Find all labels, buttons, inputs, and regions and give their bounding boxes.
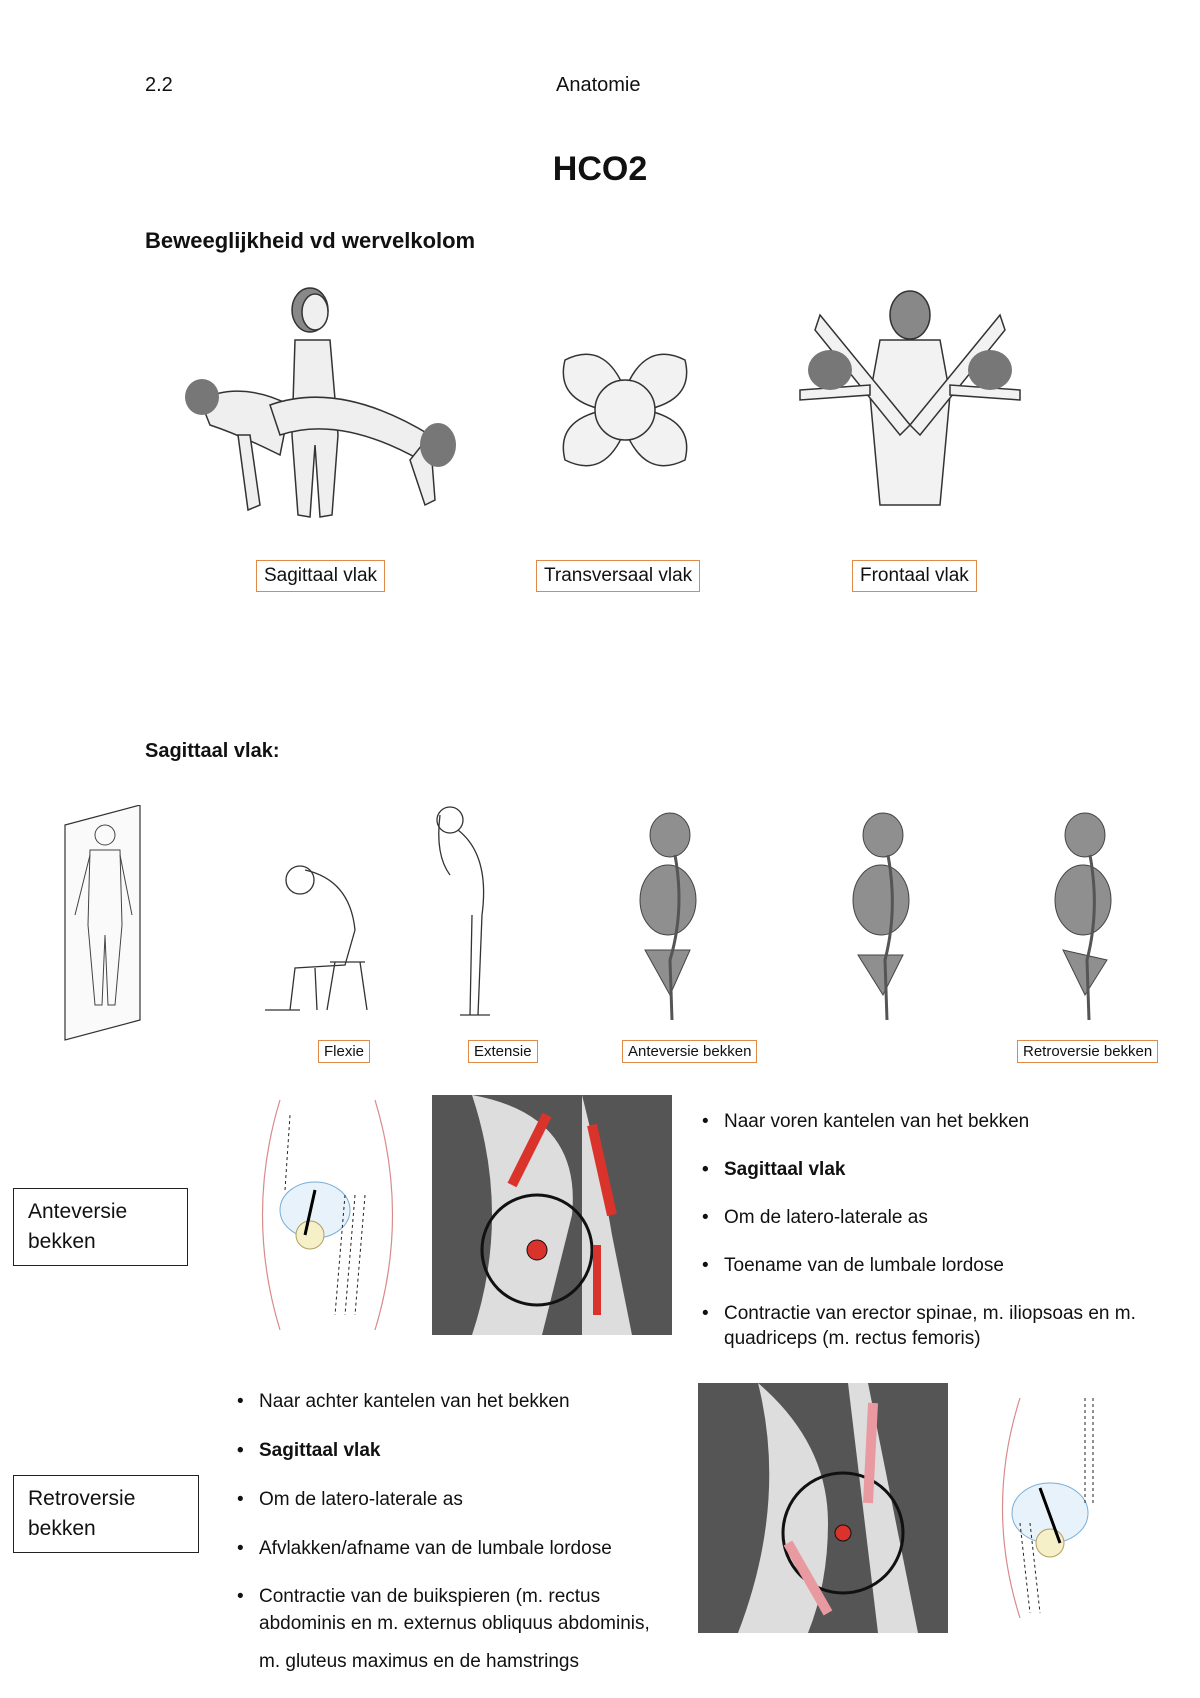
- label-extensie: Extensie: [468, 1040, 538, 1063]
- list-item: Sagittaal vlak: [702, 1146, 1172, 1194]
- anteversie-box: Anteversie bekken: [13, 1188, 188, 1266]
- list-item: Om de latero-laterale as: [702, 1194, 1172, 1242]
- neutral-silhouette: [852, 812, 910, 1021]
- retroversie-box-line2: bekken: [28, 1517, 96, 1540]
- list-item: Contractie van de buikspieren (m. rectus: [237, 1578, 697, 1616]
- transversal-plane-figure: [562, 353, 688, 467]
- list-item: Afvlakken/afname van de lumbale lordose: [237, 1524, 697, 1573]
- list-item: Contractie van erector spinae, m. iliops…: [702, 1295, 1172, 1333]
- label-flexie: Flexie: [318, 1040, 371, 1063]
- label-anteversie-bekken: Anteversie bekken: [622, 1040, 758, 1063]
- anteversie-bullet-continuation: quadriceps (m. rectus femoris): [724, 1328, 981, 1349]
- retroversie-box-line1: Retroversie: [28, 1487, 136, 1510]
- label-transversaal-vlak: Transversaal vlak: [536, 560, 701, 592]
- frontal-plane-figure: [799, 290, 1021, 506]
- anteversie-box-line2: bekken: [28, 1230, 96, 1253]
- anteversie-box-line1: Anteversie: [28, 1200, 128, 1223]
- anterior-tilt-diagram: [432, 1095, 672, 1335]
- section-heading-beweeglijkheid: Beweeglijkheid vd wervelkolom: [145, 228, 476, 253]
- retroversie-bullet-continuation-2: m. gluteus maximus en de hamstrings: [259, 1651, 579, 1672]
- list-item: Naar achter kantelen van het bekken: [237, 1377, 697, 1426]
- anteversion-muscle-diagram: [261, 1099, 394, 1331]
- flexion-figure: [265, 865, 368, 1011]
- retroversion-muscle-diagram: [1001, 1397, 1094, 1619]
- page-header-title: Anatomie: [556, 74, 641, 96]
- label-retroversie-bekken: Retroversie bekken: [1017, 1040, 1159, 1063]
- list-item: Naar voren kantelen van het bekken: [702, 1098, 1172, 1146]
- anteversion-silhouette: [639, 812, 697, 1021]
- list-item: Om de latero-laterale as: [237, 1475, 697, 1524]
- list-item: Sagittaal vlak: [237, 1426, 697, 1475]
- retroversie-bullet-list: Naar achter kantelen van het bekken Sagi…: [237, 1377, 697, 1616]
- extension-figure: [436, 806, 490, 1016]
- section-heading-sagittaal: Sagittaal vlak:: [145, 740, 280, 762]
- list-item: Toename van de lumbale lordose: [702, 1242, 1172, 1290]
- sagittal-plane-figure: [185, 287, 456, 518]
- retroversion-silhouette: [1054, 812, 1112, 1021]
- posterior-tilt-diagram: [698, 1383, 948, 1633]
- label-sagittaal-vlak: Sagittaal vlak: [256, 560, 386, 592]
- retroversie-box: Retroversie bekken: [13, 1475, 199, 1553]
- retroversie-bullet-continuation-1: abdominis en m. externus obliquus abdomi…: [259, 1613, 650, 1634]
- body-plane-figure: [64, 805, 141, 1041]
- page-title: HCO2: [552, 150, 648, 188]
- label-frontaal-vlak: Frontaal vlak: [852, 560, 977, 592]
- section-number: 2.2: [145, 74, 173, 96]
- anteversie-bullet-list: Naar voren kantelen van het bekken Sagit…: [702, 1098, 1172, 1333]
